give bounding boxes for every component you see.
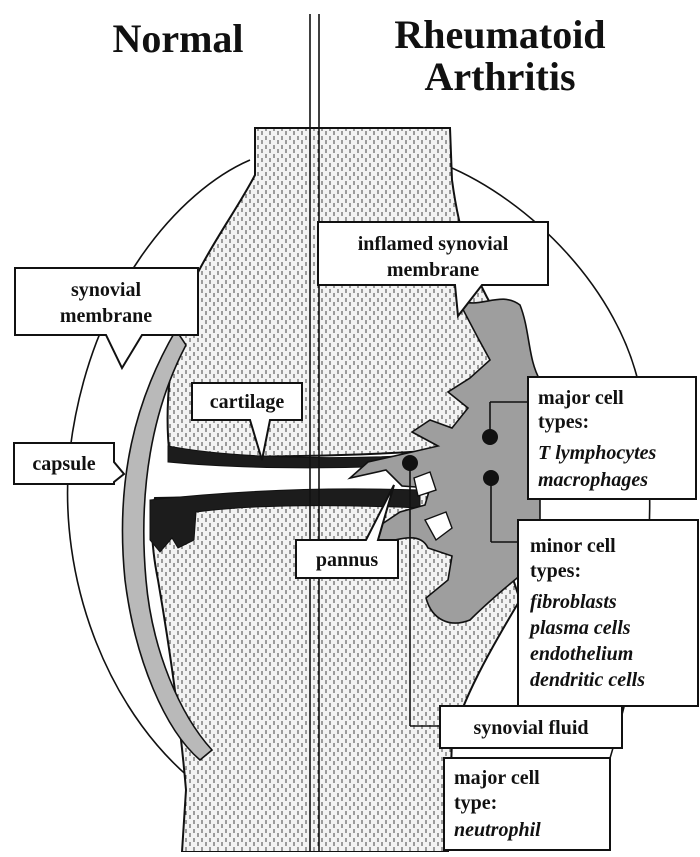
- synovial-membrane-label: synovial: [71, 279, 141, 301]
- fluid-cell-type: neutrophil: [454, 819, 541, 841]
- minor-cell-type: dendritic cells: [530, 669, 645, 691]
- minor-cell-types-label: minor cell: [530, 535, 616, 557]
- minor-cell-type: fibroblasts: [530, 591, 617, 613]
- major-cell-types-label: types:: [538, 411, 589, 433]
- pannus-label: pannus: [316, 549, 378, 571]
- major-cell-type: macrophages: [538, 469, 648, 491]
- title-rheumatoid: Rheumatoid: [394, 12, 605, 57]
- capsule-label: capsule: [32, 453, 95, 475]
- fluid-cell-types-label: type:: [454, 792, 497, 814]
- major-cell-marker: [482, 429, 498, 445]
- minor-cell-types-label: types:: [530, 560, 581, 582]
- minor-cell-marker: [483, 470, 499, 486]
- cartilage-label: cartilage: [210, 391, 285, 413]
- synovial-fluid-label: synovial fluid: [473, 717, 588, 739]
- synovial-membrane-label: membrane: [60, 305, 152, 327]
- fluid-cell-types-label: major cell: [454, 767, 540, 789]
- synovial-fluid-marker: [402, 455, 418, 471]
- inflamed-membrane-label: membrane: [387, 259, 479, 281]
- inflamed-membrane-label: inflamed synovial: [358, 233, 509, 255]
- minor-cell-type: plasma cells: [528, 617, 631, 639]
- title-arthritis: Arthritis: [424, 54, 575, 99]
- minor-cell-type: endothelium: [530, 643, 633, 665]
- major-cell-types-label: major cell: [538, 387, 624, 409]
- title-normal: Normal: [112, 16, 243, 61]
- major-cell-type: T lymphocytes: [538, 442, 657, 464]
